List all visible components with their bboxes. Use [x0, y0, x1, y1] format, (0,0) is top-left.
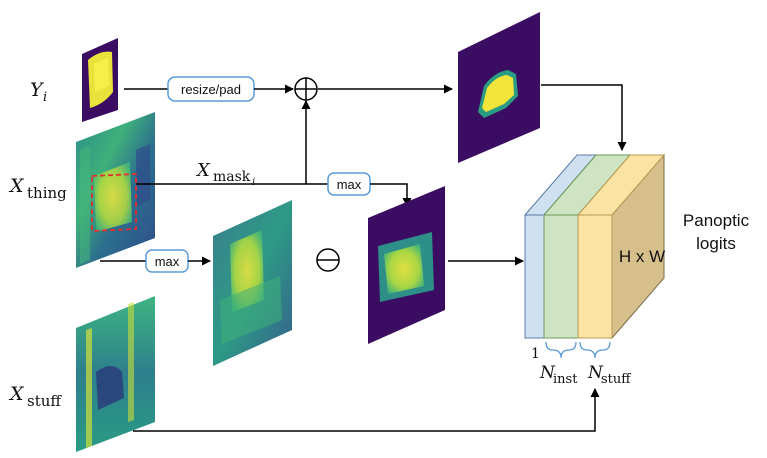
max-bottom-op: max [145, 249, 189, 273]
svg-text:mask: mask [213, 169, 251, 185]
svg-text:X: X [195, 160, 211, 181]
mask-crop-box [91, 173, 137, 232]
svg-text:stuff: stuff [27, 392, 62, 410]
label-panoptic-logits: Panoptic logits [683, 211, 750, 253]
label-xmask: X mask i [195, 160, 255, 188]
svg-text:stuff: stuff [601, 372, 632, 387]
label-yi: Y i [30, 79, 47, 105]
masked-max-image [368, 186, 445, 344]
arrow-max-to-masked [370, 183, 412, 207]
combined-mask-image [458, 12, 540, 163]
resize-pad-op: resize/pad [167, 76, 255, 102]
plus-operator [294, 77, 318, 101]
slab-front-blue [524, 214, 545, 339]
svg-text:resize/pad: resize/pad [181, 82, 241, 97]
svg-text:max: max [337, 177, 362, 192]
svg-text:Y: Y [30, 79, 45, 101]
label-one: 1 [531, 346, 540, 362]
slab-front-green [543, 214, 579, 339]
label-xthing: X thing [8, 175, 67, 202]
max-feature-image [213, 200, 292, 366]
svg-text:i: i [43, 90, 47, 105]
panoptic-logits-cube: H x W [523, 153, 665, 340]
svg-text:X: X [8, 175, 25, 197]
arrow-xstuff-to-cube [133, 388, 600, 432]
yi-mask-image [82, 38, 118, 122]
svg-text:logits: logits [696, 234, 736, 253]
arrow-result-to-cube [541, 84, 627, 151]
svg-text:max: max [155, 254, 180, 269]
minus-operator [316, 248, 340, 272]
label-nstuff: N stuff [587, 363, 632, 387]
label-hw: H x W [619, 247, 665, 266]
svg-text:Panoptic: Panoptic [683, 211, 750, 230]
slab-front-yellow [577, 214, 613, 339]
xthing-feature-image [76, 112, 155, 268]
xstuff-feature-image [76, 296, 155, 452]
label-ninst: N inst [539, 363, 578, 387]
label-xstuff: X stuff [8, 383, 62, 410]
svg-text:thing: thing [27, 184, 67, 202]
svg-text:N: N [539, 363, 556, 383]
svg-text:X: X [8, 383, 25, 405]
svg-text:N: N [587, 363, 604, 383]
svg-text:inst: inst [553, 372, 578, 387]
max-top-op: max [327, 172, 371, 196]
svg-text:i: i [252, 177, 255, 188]
brace-nstuff [579, 341, 611, 359]
brace-ninst [545, 341, 577, 359]
